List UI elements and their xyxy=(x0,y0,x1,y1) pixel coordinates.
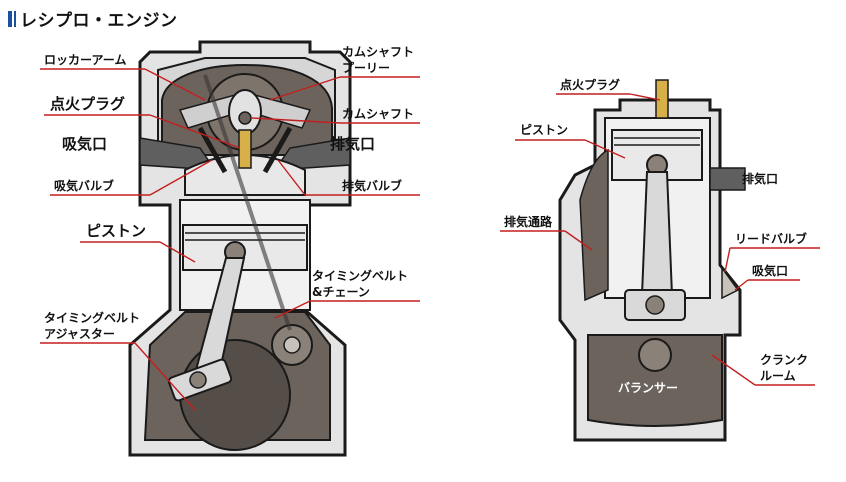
two-stroke-labels: 点火プラグ ピストン 排気口 排気通路 リードバルブ 吸気口 クランク ルーム … xyxy=(500,77,820,395)
page-title: レシプロ・エンジン xyxy=(20,11,178,31)
balancer-disc xyxy=(638,338,672,372)
label-spark-plug: 点火プラグ xyxy=(50,95,125,113)
four-stroke-engine xyxy=(128,40,352,457)
label-cam-pulley-1: カムシャフト xyxy=(342,45,414,59)
combustion-chamber xyxy=(184,154,306,196)
label-exhaust-passage: 排気通路 xyxy=(504,214,553,229)
four-stroke-labels: ロッカーアーム カムシャフト プーリー 点火プラグ カムシャフト 吸気口 排気口… xyxy=(40,45,420,411)
label-timing-belt-2: &チェーン xyxy=(312,285,370,299)
label-rocker-arm: ロッカーアーム xyxy=(44,53,126,67)
two-stroke-engine xyxy=(558,79,746,442)
label-adjuster-1: タイミングベルト xyxy=(44,310,140,325)
title-accent-bar-thin xyxy=(14,10,16,27)
exhaust-passage xyxy=(579,148,609,302)
label-timing-belt-1: タイミングベルト xyxy=(312,268,408,283)
section-title: レシプロ・エンジン xyxy=(8,6,178,31)
label-crank-room-1: クランク xyxy=(760,353,808,367)
camshaft-center xyxy=(238,111,252,125)
label-intake-port: 吸気口 xyxy=(62,135,107,153)
label-piston-4s: ピストン xyxy=(86,222,146,240)
two-stroke-exhaust-duct xyxy=(709,167,746,191)
spark-plug xyxy=(238,129,252,169)
label-2s-exhaust-port: 排気口 xyxy=(742,171,778,186)
label-camshaft: カムシャフト xyxy=(342,107,414,121)
label-2s-intake-port: 吸気口 xyxy=(752,263,788,278)
label-reed-valve: リードバルブ xyxy=(735,231,807,246)
reed-valve xyxy=(721,265,740,300)
label-exhaust-port: 排気口 xyxy=(330,135,375,153)
two-stroke-connecting-rod xyxy=(640,171,674,296)
label-cam-pulley-2: プーリー xyxy=(342,60,390,75)
label-balancer: バランサー xyxy=(618,381,678,395)
label-2s-spark-plug: 点火プラグ xyxy=(560,77,620,92)
title-accent-bar xyxy=(8,10,12,27)
timing-belt xyxy=(203,74,292,331)
label-adjuster-2: アジャスター xyxy=(44,327,115,341)
label-2s-piston: ピストン xyxy=(520,123,568,137)
crank-room xyxy=(587,334,723,427)
label-intake-valve: 吸気バルブ xyxy=(54,178,114,193)
exhaust-valve-stem xyxy=(262,126,293,174)
label-exhaust-valve: 排気バルブ xyxy=(342,178,402,193)
label-crank-room-2: ルーム xyxy=(760,369,796,383)
